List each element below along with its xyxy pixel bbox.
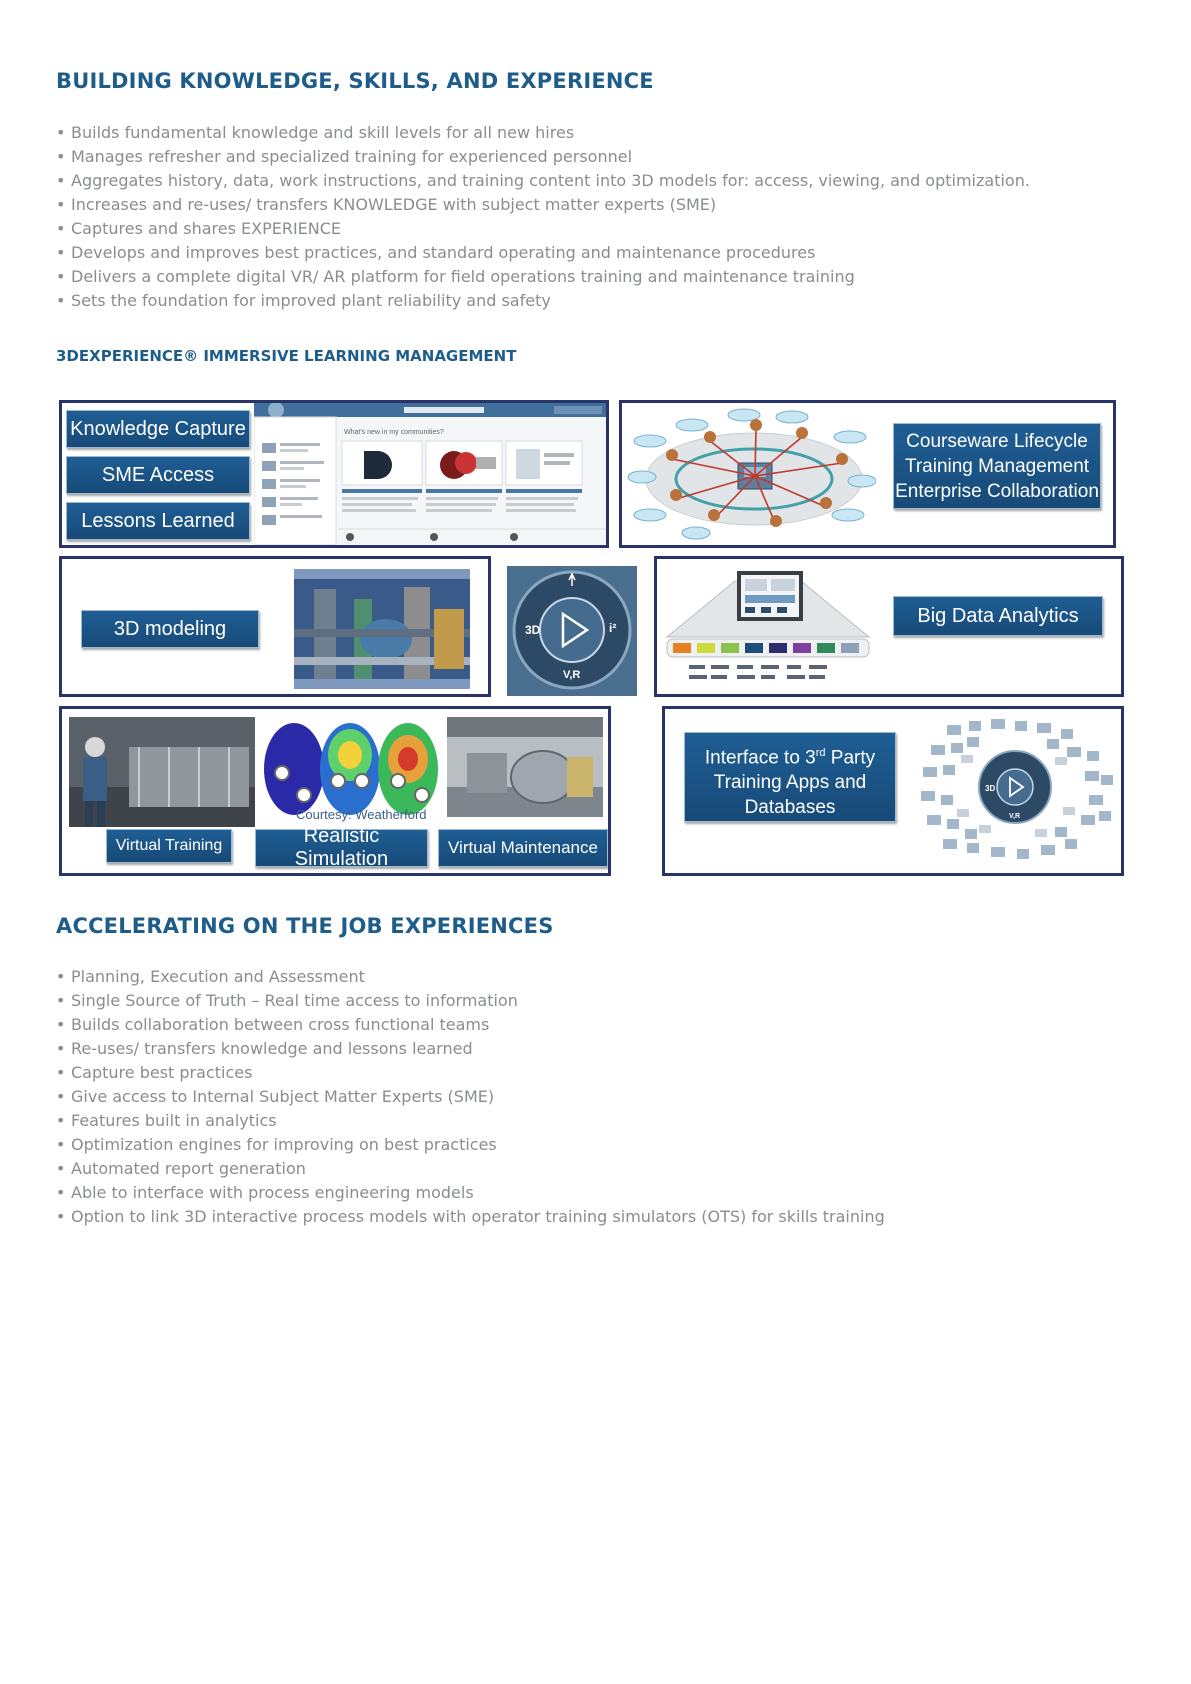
training-management-text: Training Management: [904, 456, 1090, 477]
plant-3d-model-image: [294, 569, 470, 689]
bullet-item: Develops and improves best practices, an…: [56, 241, 1030, 265]
third-party-apps-cloud-image: 3D V,R: [921, 719, 1113, 859]
bullet-item: Features built in analytics: [56, 1109, 885, 1133]
bullet-item: Builds fundamental knowledge and skill l…: [56, 121, 1030, 145]
community-screenshot-image: What's new in my communities?: [254, 403, 606, 545]
compass-3d-text: 3D: [525, 623, 541, 637]
bullet-item: Single Source of Truth – Real time acces…: [56, 989, 885, 1013]
lessons-learned-label: Lessons Learned: [66, 502, 250, 540]
interface-superscript: rd: [815, 747, 826, 759]
bullet-item: Capture best practices: [56, 1061, 885, 1085]
bullet-item: Increases and re-uses/ transfers KNOWLED…: [56, 193, 1030, 217]
bullet-item: Planning, Execution and Assessment: [56, 965, 885, 989]
section-heading-accelerating: ACCELERATING ON THE JOB EXPERIENCES: [56, 914, 554, 938]
third-party-interface-label: Interface to 3rd Party Training Apps and…: [684, 732, 896, 822]
building-knowledge-bullet-list: Builds fundamental knowledge and skill l…: [56, 121, 1030, 313]
interface-line-2: Training Apps and: [713, 772, 867, 794]
virtual-maintenance-label: Virtual Maintenance: [438, 829, 608, 867]
bullet-item: Option to link 3D interactive process mo…: [56, 1205, 885, 1229]
bullet-item: Optimization engines for improving on be…: [56, 1133, 885, 1157]
realistic-simulation-label: Realistic Simulation: [255, 825, 428, 870]
bullet-item: Able to interface with process engineeri…: [56, 1181, 885, 1205]
virtual-training-panel: Courtesy: Weatherford Virtual Training R…: [59, 706, 611, 876]
compass-i-text: i²: [609, 621, 616, 635]
virtual-training-image: [69, 717, 255, 827]
interface-line-1: Interface to 3rd Party: [685, 741, 895, 770]
community-title: What's new in my communities?: [344, 429, 444, 436]
sme-access-label: SME Access: [66, 456, 250, 494]
interface-text-b: Party: [825, 747, 876, 769]
bullet-item: Captures and shares EXPERIENCE: [56, 217, 1030, 241]
compass-vr-text: V,R: [563, 669, 580, 681]
courtesy-text: Courtesy: Weatherford: [296, 807, 427, 822]
courseware-lifecycle-text: Courseware Lifecycle: [906, 431, 1088, 452]
knowledge-capture-panel: Knowledge Capture SME Access Lessons Lea…: [59, 400, 609, 548]
bullet-item: Re-uses/ transfers knowledge and lessons…: [56, 1037, 885, 1061]
simulation-pipes-image: Courtesy: Weatherford: [258, 715, 442, 825]
virtual-maintenance-image: [447, 717, 603, 817]
third-party-interface-panel: Interface to 3rd Party Training Apps and…: [662, 706, 1124, 876]
collaboration-network-image: [627, 408, 876, 540]
analytics-dashboard-image: [665, 571, 871, 679]
3dexperience-compass-image: 3D i² V,R: [507, 566, 637, 696]
cloud-compass-vr-text: V,R: [1009, 813, 1020, 820]
knowledge-capture-label: Knowledge Capture: [66, 410, 250, 448]
3d-modeling-label: 3D modeling: [81, 610, 259, 648]
enterprise-collaboration-text: Enterprise Collaboration: [895, 481, 1099, 502]
interface-line-3: Databases: [744, 797, 836, 819]
bullet-item: Sets the foundation for improved plant r…: [56, 289, 1030, 313]
immersive-learning-figure: Knowledge Capture SME Access Lessons Lea…: [56, 400, 1136, 878]
courseware-panel: Courseware Lifecycle Training Management…: [619, 400, 1116, 548]
interface-text-a: Interface to 3: [704, 747, 816, 769]
bullet-item: Manages refresher and specialized traini…: [56, 145, 1030, 169]
bullet-item: Aggregates history, data, work instructi…: [56, 169, 1030, 193]
bullet-item: Delivers a complete digital VR/ AR platf…: [56, 265, 1030, 289]
cloud-compass-3d-text: 3D: [985, 784, 995, 793]
accelerating-bullet-list: Planning, Execution and Assessment Singl…: [56, 965, 885, 1229]
figure-heading: 3DEXPERIENCE® IMMERSIVE LEARNING MANAGEM…: [56, 347, 517, 365]
big-data-analytics-label: Big Data Analytics: [893, 596, 1103, 636]
big-data-panel: Big Data Analytics: [654, 556, 1124, 697]
virtual-training-label: Virtual Training: [106, 829, 232, 863]
bullet-item: Give access to Internal Subject Matter E…: [56, 1085, 885, 1109]
bullet-item: Automated report generation: [56, 1157, 885, 1181]
3d-modeling-panel: 3D modeling: [59, 556, 491, 697]
bullet-item: Builds collaboration between cross funct…: [56, 1013, 885, 1037]
section-heading-building-knowledge: BUILDING KNOWLEDGE, SKILLS, AND EXPERIEN…: [56, 69, 654, 93]
courseware-label: Courseware Lifecycle Training Management…: [893, 423, 1101, 509]
